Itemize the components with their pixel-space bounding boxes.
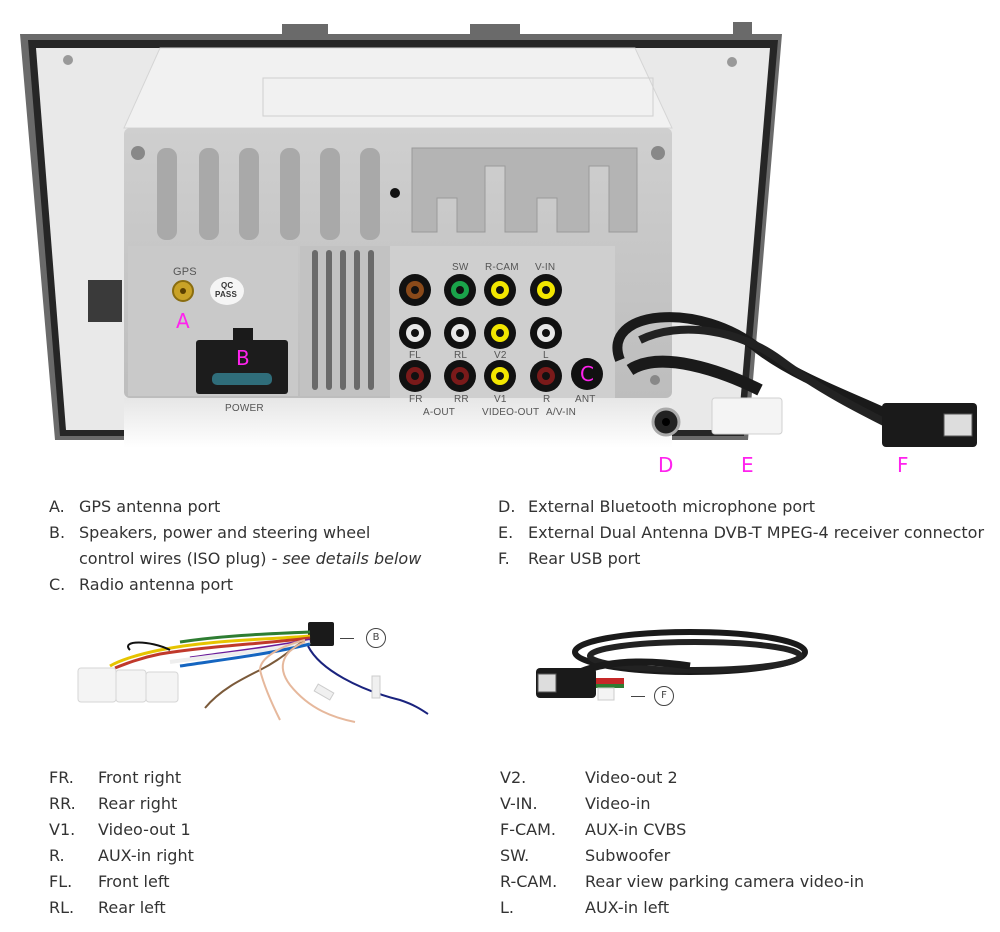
usb-cable-illustration (536, 629, 808, 701)
legend-item-d: D. External Bluetooth microphone port (498, 494, 984, 520)
legend-value: External Bluetooth microphone port (528, 497, 816, 516)
harness-tag-b: B (366, 628, 386, 648)
legend-key: F. (498, 549, 510, 568)
label-av-in: A/V-IN (546, 407, 577, 418)
abbreviation-row: R-CAM. Rear view parking camera video-in (500, 869, 864, 895)
abbreviation-value: Subwoofer (585, 846, 671, 865)
label-rr: RR (454, 394, 469, 405)
legend-item-b: B. Speakers, power and steering wheel (49, 520, 421, 546)
legend-value-text: control wires (ISO plug) - (79, 549, 283, 568)
leader-line (631, 696, 645, 697)
label-fl: FL (409, 350, 422, 361)
label-rl: RL (454, 350, 468, 361)
legend-key: E. (498, 523, 514, 542)
label-v1: V1 (494, 394, 507, 405)
legend-item-c: C. Radio antenna port (49, 572, 421, 598)
abbreviation-row: R. AUX-in right (49, 843, 194, 869)
abbreviation-row: RR. Rear right (49, 791, 194, 817)
abbreviation-row: V2. Video-out 2 (500, 765, 864, 791)
abbreviation-row: L. AUX-in left (500, 895, 864, 921)
usb-tag-f: F (654, 686, 674, 706)
abbreviation-value: Video-out 1 (98, 820, 191, 839)
abbreviation-value: AUX-in right (98, 846, 194, 865)
legend-value: control wires (ISO plug) - see details b… (79, 546, 421, 572)
abbreviation-key: V-IN. (500, 794, 538, 813)
label-pass: PASS (215, 290, 237, 299)
abbreviation-key: R. (49, 846, 65, 865)
callout-a-gps: A (176, 309, 190, 333)
label-sw: SW (452, 262, 469, 273)
abbreviation-key: FL. (49, 872, 73, 891)
callout-c-antenna: C (580, 362, 594, 386)
legend-item-a: A. GPS antenna port (49, 494, 421, 520)
legend-item-b-continued: control wires (ISO plug) - see details b… (49, 546, 421, 572)
abbreviation-value: AUX-in CVBS (585, 820, 687, 839)
abbreviation-key: L. (500, 898, 514, 917)
label-a-out: A-OUT (423, 407, 456, 418)
label-l: L (543, 350, 549, 361)
abbreviation-key: SW. (500, 846, 530, 865)
abbreviations-left: FR. Front right RR. Rear right V1. Video… (49, 765, 194, 921)
label-qc: QC (221, 281, 234, 290)
wiring-harness-illustration (77, 622, 429, 723)
abbreviation-key: RL. (49, 898, 75, 917)
callout-d-mic: D (658, 453, 674, 477)
abbreviation-key: RR. (49, 794, 76, 813)
port-legend-left: A. GPS antenna port B. Speakers, power a… (49, 494, 421, 598)
see-details-below-note: see details below (282, 549, 422, 568)
port-legend-right: D. External Bluetooth microphone port E.… (498, 494, 984, 572)
abbreviation-row: FL. Front left (49, 869, 194, 895)
abbreviation-key: F-CAM. (500, 820, 556, 839)
legend-key: A. (49, 497, 65, 516)
callout-f-usb: F (897, 453, 909, 477)
legend-key: D. (498, 497, 516, 516)
legend-value: External Dual Antenna DVB-T MPEG-4 recei… (528, 523, 985, 542)
label-power: POWER (225, 403, 264, 414)
legend-value: Radio antenna port (79, 575, 234, 594)
abbreviation-row: RL. Rear left (49, 895, 194, 921)
label-r: R (543, 394, 551, 405)
label-gps: GPS (173, 266, 197, 278)
abbreviation-row: SW. Subwoofer (500, 843, 864, 869)
label-vin: V-IN (535, 262, 556, 273)
abbreviation-value: Video-out 2 (585, 768, 678, 787)
abbreviation-value: Rear view parking camera video-in (585, 872, 865, 891)
head-unit-illustration (20, 22, 977, 448)
abbreviation-row: V-IN. Video-in (500, 791, 864, 817)
head-unit-rear-photo: A B C D E F GPS QC PASS POWER SW R-CAM V… (20, 22, 977, 477)
legend-value: Rear USB port (528, 549, 641, 568)
iso-wiring-harness-photo: B (60, 610, 440, 730)
leader-line (340, 638, 354, 639)
legend-item-e: E. External Dual Antenna DVB-T MPEG-4 re… (498, 520, 984, 546)
abbreviation-value: Front left (98, 872, 170, 891)
abbreviation-value: Video-in (585, 794, 651, 813)
abbreviation-value: Rear right (98, 794, 178, 813)
label-video-out: VIDEO-OUT (482, 407, 540, 418)
legend-key (49, 546, 79, 572)
legend-value: GPS antenna port (79, 497, 221, 516)
abbreviation-row: V1. Video-out 1 (49, 817, 194, 843)
callout-e-dvbt: E (741, 453, 754, 477)
label-rcam: R-CAM (485, 262, 519, 273)
legend-value: Speakers, power and steering wheel (79, 523, 371, 542)
label-v2: V2 (494, 350, 507, 361)
abbreviation-value: Rear left (98, 898, 166, 917)
abbreviation-row: F-CAM. AUX-in CVBS (500, 817, 864, 843)
abbreviation-value: Front right (98, 768, 182, 787)
legend-item-f: F. Rear USB port (498, 546, 984, 572)
abbreviation-value: AUX-in left (585, 898, 670, 917)
label-fr: FR (409, 394, 423, 405)
abbreviation-key: V2. (500, 768, 527, 787)
callout-b-power: B (236, 346, 250, 370)
abbreviation-key: FR. (49, 768, 74, 787)
label-ant: ANT (575, 394, 596, 405)
abbreviation-key: V1. (49, 820, 76, 839)
abbreviation-row: FR. Front right (49, 765, 194, 791)
legend-key: B. (49, 523, 66, 542)
abbreviation-key: R-CAM. (500, 872, 558, 891)
abbreviations-right: V2. Video-out 2 V-IN. Video-in F-CAM. AU… (500, 765, 864, 921)
usb-extension-cable-photo: F (520, 610, 820, 720)
legend-key: C. (49, 575, 66, 594)
